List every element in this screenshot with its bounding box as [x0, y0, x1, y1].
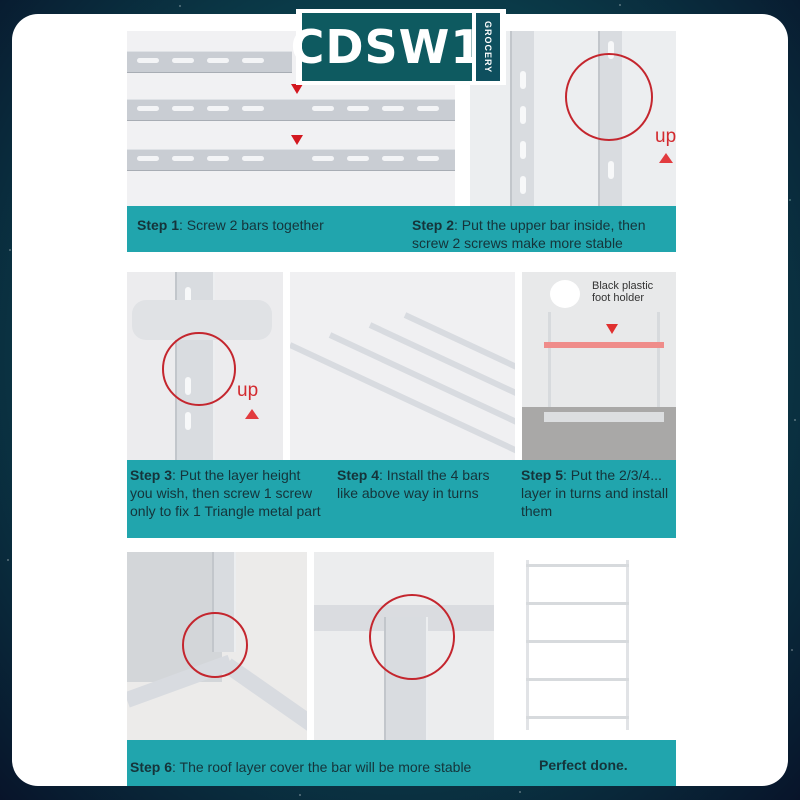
brand-logo: CDSW1 GROCERY [291, 9, 506, 85]
highlight-circle [182, 612, 248, 678]
arrow-down-icon [291, 135, 303, 145]
foot-holder-label: Black plastic foot holder [592, 280, 654, 304]
step-label: Step 3 [130, 467, 173, 483]
step-3-caption: Step 3: Put the layer height you wish, t… [130, 466, 325, 520]
step-label: Step 4 [337, 467, 380, 483]
photo-step6-corner-b [314, 552, 494, 740]
arrow-down-icon [291, 84, 303, 94]
arrow-up-icon [659, 153, 673, 163]
step-label: Step 1 [137, 217, 180, 233]
step-text: : Install the 4 bars like above way in t… [337, 467, 490, 501]
step-text: : Put the layer height you wish, then sc… [130, 467, 321, 519]
step-label: Step 5 [521, 467, 564, 483]
up-label: up [237, 380, 259, 401]
highlight-circle [162, 332, 236, 406]
highlight-circle [369, 594, 455, 680]
photo-step3-triangle: up [127, 272, 283, 460]
photo-step4-bars [290, 272, 515, 460]
angle-bar [127, 99, 455, 121]
step-text: : Screw 2 bars together [179, 217, 324, 233]
foot-holder-inset [550, 280, 580, 308]
step-label: Step 6 [130, 759, 173, 775]
red-shelf [544, 342, 664, 348]
caption-row-1: Step 1: Screw 2 bars together Step 2: Pu… [127, 206, 676, 252]
instruction-card: up Step 1: Screw 2 bars together Step 2:… [12, 14, 788, 786]
step-6-caption: Step 6: The roof layer cover the bar wil… [130, 758, 520, 776]
up-label: up [655, 126, 676, 147]
perfect-done-caption: Perfect done. [539, 757, 628, 773]
arrow-up-icon [245, 409, 259, 419]
vertical-post [510, 31, 536, 206]
photo-step5-layers: Black plastic foot holder [522, 272, 676, 460]
step-1-caption: Step 1: Screw 2 bars together [137, 216, 407, 234]
photo-finished-shelf [501, 552, 676, 740]
caption-row-2: Step 3: Put the layer height you wish, t… [127, 460, 676, 538]
step-2-caption: Step 2: Put the upper bar inside, then s… [412, 216, 674, 252]
step-5-caption: Step 5: Put the 2/3/4... layer in turns … [521, 466, 676, 520]
caption-row-3: Step 6: The roof layer cover the bar wil… [127, 740, 676, 786]
photo-step6-corner-a [127, 552, 307, 740]
step-4-caption: Step 4: Install the 4 bars like above wa… [337, 466, 497, 502]
brand-name: CDSW1 [291, 13, 482, 81]
step-text: : The roof layer cover the bar will be m… [172, 759, 472, 775]
brand-subtitle: GROCERY [476, 13, 500, 81]
highlight-circle [565, 53, 653, 141]
step-text: : Put the 2/3/4... layer in turns and in… [521, 467, 669, 519]
angle-bar [127, 149, 455, 171]
step-label: Step 2 [412, 217, 455, 233]
step-text: : Put the upper bar inside, then screw 2… [412, 217, 646, 251]
bottom-shelf [544, 412, 664, 422]
arrow-down-icon [606, 324, 618, 334]
photo-step2-upper-bar: up [470, 31, 676, 206]
